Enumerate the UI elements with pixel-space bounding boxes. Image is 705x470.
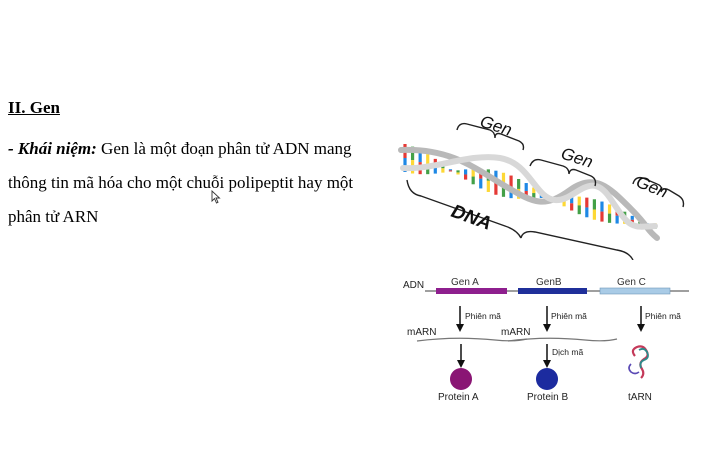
gene-label-3: Gen — [634, 172, 671, 202]
trna-molecule-icon — [628, 345, 649, 379]
gene-c-process: Phiên mã — [645, 311, 681, 321]
gene-label-1: Gen — [478, 112, 514, 140]
protein-a-label: Protein A — [438, 392, 479, 403]
gene-b-arrowhead — [543, 324, 551, 332]
dna-helix-figure: Gen Gen Gen DNA — [398, 112, 685, 260]
backbone-strand-1 — [398, 146, 660, 241]
backbone-strand-2 — [400, 154, 658, 230]
dna-label: DNA — [448, 201, 494, 235]
definition-text: Gen là một đoạn phân tử ADN mang thông t… — [8, 139, 354, 226]
gene-expression-diagram: ADN Gen A Phiên mã mARN Protein A GenB P… — [403, 277, 689, 403]
term-label: - Khái niệm: — [8, 139, 97, 158]
gene-c-segment — [599, 287, 671, 295]
gene-a-product-label: mARN — [407, 327, 436, 338]
gene-c-arrowhead — [637, 324, 645, 332]
section-title: II. Gen — [8, 98, 60, 117]
gene-brace-1 — [456, 122, 525, 151]
gene-label-2: Gen — [559, 144, 595, 172]
gene-c-label: Gen C — [617, 277, 646, 288]
gene-b-mrna — [507, 337, 618, 342]
gene-a-segment — [436, 288, 507, 294]
gene-a-label: Gen A — [451, 277, 479, 288]
gene-brace-2 — [529, 158, 597, 187]
gene-b-label: GenB — [536, 277, 562, 288]
dna-brace — [406, 179, 634, 260]
gene-a-arrowhead-2 — [457, 360, 465, 368]
gene-b-process: Phiên mã — [551, 311, 587, 321]
adn-strand-label: ADN — [403, 280, 424, 291]
gene-a-mrna — [416, 337, 528, 342]
gene-a-arrowhead — [456, 324, 464, 332]
gene-brace-3 — [632, 176, 685, 208]
protein-b-label: Protein B — [527, 392, 568, 403]
mouse-cursor-icon — [211, 190, 221, 204]
gene-b-arrowhead-2 — [543, 360, 551, 368]
gene-b-segment — [518, 288, 587, 294]
gene-b-second-process: Dịch mã — [552, 347, 583, 357]
trna-label: tARN — [628, 392, 652, 403]
definition-paragraph: - Khái niệm: Gen là một đoạn phân tử ADN… — [8, 132, 376, 234]
gene-b-product-label: mARN — [501, 327, 530, 338]
protein-a-ball — [450, 368, 472, 390]
gene-a-process: Phiên mã — [465, 311, 501, 321]
protein-b-ball — [536, 368, 558, 390]
